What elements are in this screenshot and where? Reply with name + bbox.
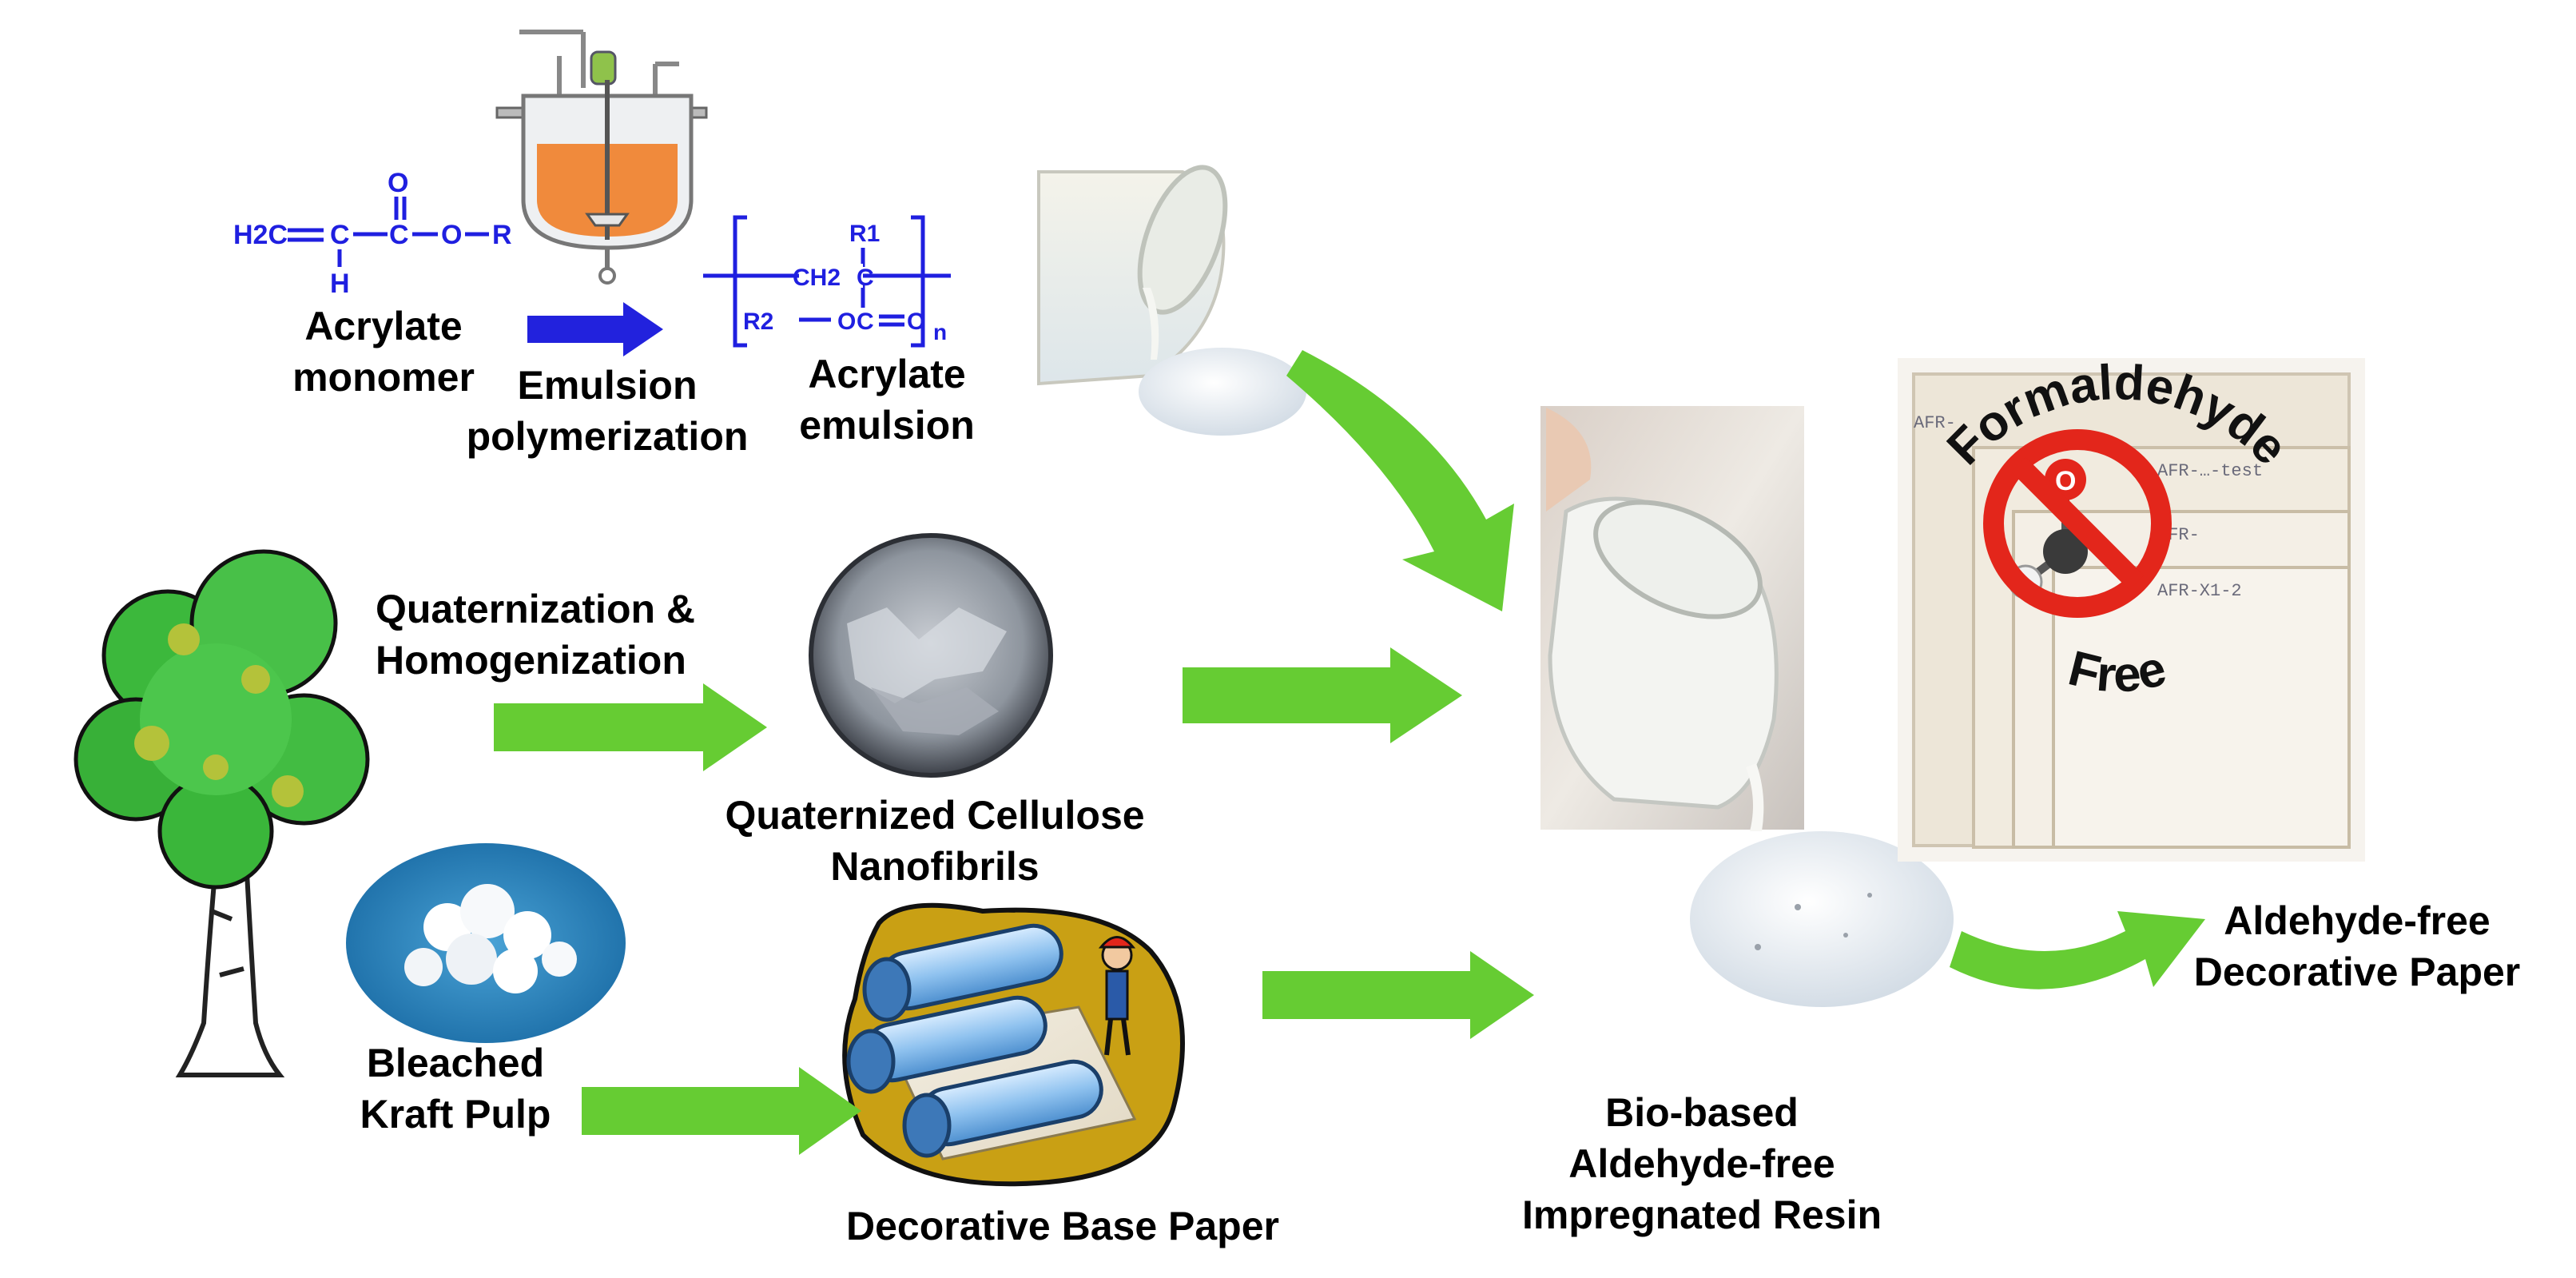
reactor-icon bbox=[495, 30, 708, 285]
svg-text:O: O bbox=[388, 168, 408, 198]
r2-label: R2 bbox=[743, 309, 773, 335]
svg-text:O: O bbox=[441, 220, 462, 250]
paper-machine-icon bbox=[842, 902, 1185, 1187]
label-quaternization: Quaternization &Homogenization bbox=[376, 587, 696, 683]
o-carbonyl-label: O bbox=[907, 309, 925, 335]
cellulose-nanofibrils-photo bbox=[809, 533, 1053, 778]
svg-text:H2C: H2C bbox=[233, 220, 288, 250]
r1-label: R1 bbox=[849, 221, 880, 247]
o-label: O bbox=[837, 309, 856, 335]
stamp-bottom-text: Free bbox=[2063, 640, 2172, 703]
blue-process-arrow bbox=[527, 302, 663, 356]
label-decorative-base-paper: Decorative Base Paper bbox=[846, 1204, 1279, 1248]
kraft-pulp-photo bbox=[346, 843, 626, 1043]
prohibition-icon bbox=[1983, 429, 2172, 618]
sample-note-2: AFR-…-test bbox=[2157, 461, 2263, 481]
svg-text:C: C bbox=[389, 220, 409, 250]
arrow-resin-to-product bbox=[1950, 911, 2205, 989]
ch2-label: CH2 bbox=[793, 265, 841, 291]
c-label: C bbox=[857, 265, 874, 291]
arrow-emulsion-to-resin bbox=[1286, 350, 1514, 611]
n-subscript: n bbox=[933, 320, 947, 344]
sample-note-4: AFR-X1-2 bbox=[2157, 581, 2242, 601]
resin-photo bbox=[1540, 406, 1954, 1007]
decorative-paper-photo: AFR- AFR-…-test AFR- AFR-X1-2 Formaldehy… bbox=[1898, 355, 2365, 862]
worker-figure bbox=[1098, 936, 1136, 1056]
svg-text:R: R bbox=[492, 220, 512, 250]
acrylate-monomer-formula: H2C C H C O O R bbox=[233, 168, 512, 299]
arrow-paper-to-resin bbox=[1262, 951, 1534, 1039]
sample-note-1: AFR- bbox=[1914, 413, 1956, 433]
svg-text:H: H bbox=[330, 269, 350, 299]
arrow-pulp-to-paper bbox=[582, 1067, 861, 1155]
green-arrows bbox=[494, 350, 2205, 1155]
arrow-tree-to-qcnf bbox=[494, 683, 767, 771]
c-carbonyl-label: C bbox=[857, 309, 874, 335]
svg-text:C: C bbox=[330, 220, 350, 250]
birch-tree-icon bbox=[74, 549, 370, 1077]
acrylate-emulsion-photo bbox=[1036, 165, 1328, 436]
arrow-qcnf-to-resin bbox=[1183, 647, 1462, 743]
